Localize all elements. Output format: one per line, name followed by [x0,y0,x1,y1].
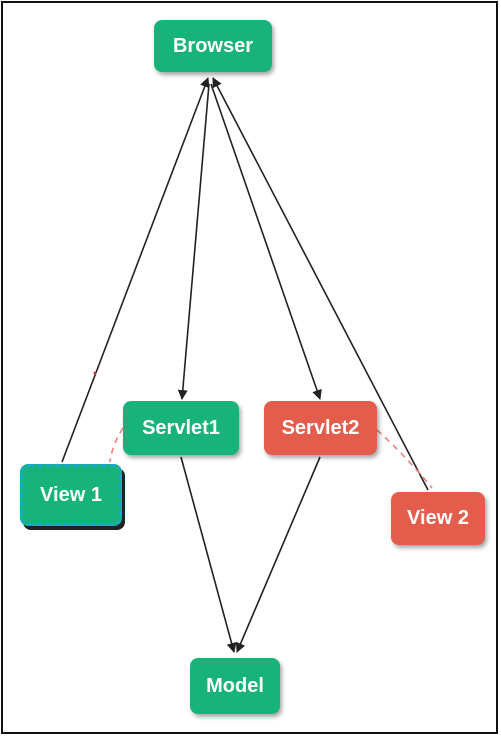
node-view1-label: View 1 [40,483,102,506]
node-servlet2-label: Servlet2 [281,416,360,439]
node-servlet1-label: Servlet1 [142,416,220,439]
dashed-link-servlet1-view1 [109,427,124,463]
edge-browser-servlet1 [177,83,210,400]
edge-view2-browser [212,77,429,491]
node-browser-label: Browser [172,34,254,57]
node-view2-label: View 2 [407,507,469,529]
node-servlet2[interactable]: Servlet2 [264,401,377,455]
node-model-label: Model [206,674,264,697]
edge-servlet2-model [235,456,321,653]
edge-view1-browser [61,77,210,463]
edge-browser-servlet2 [210,83,322,400]
edge-servlet1-model [180,456,237,653]
node-view1[interactable]: View 1 [20,464,122,526]
stray-dot [93,371,97,375]
node-browser[interactable]: Browser [154,20,272,72]
node-view2[interactable]: View 2 [391,492,485,545]
node-model[interactable]: Model [190,658,280,714]
node-servlet1[interactable]: Servlet1 [123,401,239,455]
dashed-link-servlet2-view2 [376,429,433,489]
